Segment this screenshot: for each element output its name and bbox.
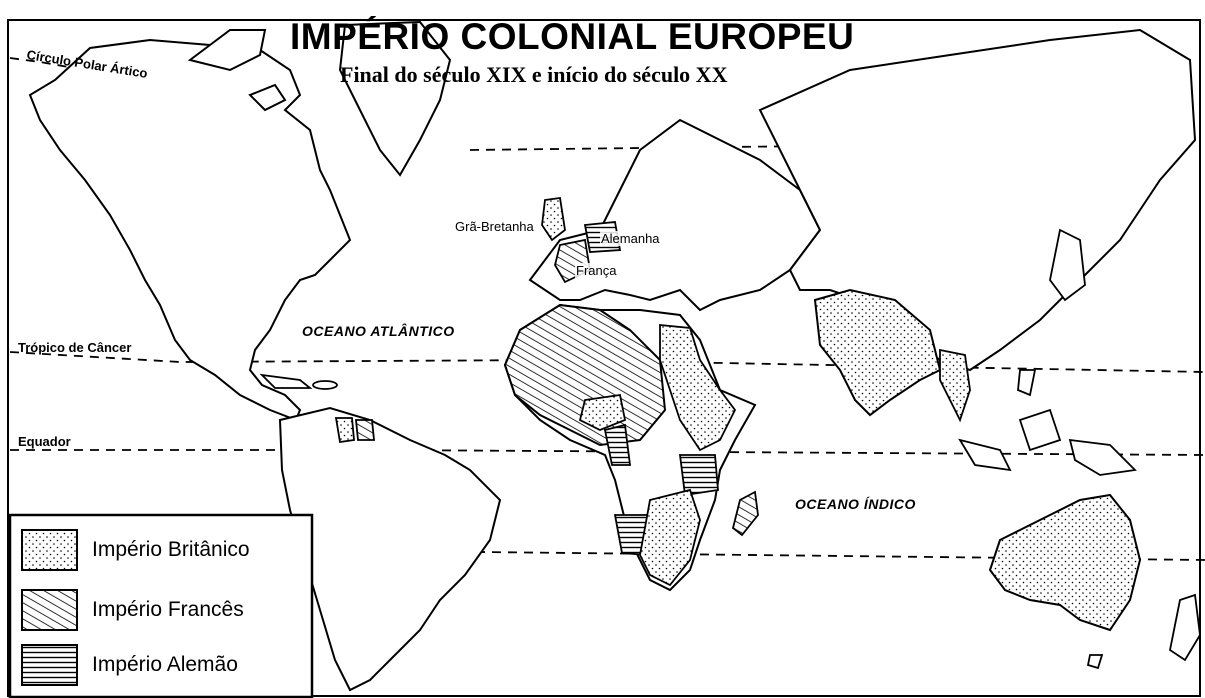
madagascar <box>731 490 759 537</box>
north-america <box>28 29 352 422</box>
australia <box>988 493 1142 632</box>
british-india <box>813 288 942 417</box>
guiana-french <box>355 419 375 441</box>
indian-ocean-label: OCEANO ÍNDICO <box>795 496 916 512</box>
legend-swatch-french <box>21 589 78 631</box>
great-britain <box>541 196 566 242</box>
germany-label: Alemanha <box>600 231 661 246</box>
tasmania <box>1086 654 1104 670</box>
greenland <box>338 20 452 177</box>
british-nigeria <box>578 393 627 431</box>
british-burma <box>939 348 971 423</box>
guiana-british <box>334 417 355 444</box>
legend-swatch-german <box>21 644 78 686</box>
atlantic-ocean-label: OCEANO ATLÂNTICO <box>302 323 455 339</box>
british-egypt-sudan <box>659 324 737 452</box>
asia <box>758 28 1197 372</box>
japan <box>1049 228 1086 302</box>
legend-swatch-british <box>21 529 78 571</box>
german-cameroon <box>603 423 632 466</box>
caribbean-islands <box>259 373 338 390</box>
equator-label: Equador <box>18 434 71 449</box>
tropic-cancer-label: Trópico de Câncer <box>18 340 132 355</box>
french-west-africa <box>503 303 667 447</box>
map-frame <box>7 19 1201 697</box>
southeast-asia-islands <box>958 369 1137 476</box>
legend-label-german: Império Alemão <box>92 653 238 676</box>
map-title: IMPÉRIO COLONIAL EUROPEU <box>290 16 855 57</box>
british-southern-africa <box>639 488 701 587</box>
legend-label-british: Império Britânico <box>92 538 250 561</box>
map-subtitle: Final do século XIX e início do século X… <box>340 62 728 87</box>
great-britain-label: Grã-Bretanha <box>454 219 535 234</box>
new-zealand <box>1168 593 1201 662</box>
france-label: França <box>575 263 618 278</box>
legend-label-french: Império Francês <box>92 598 244 621</box>
german-east-africa <box>678 454 719 497</box>
